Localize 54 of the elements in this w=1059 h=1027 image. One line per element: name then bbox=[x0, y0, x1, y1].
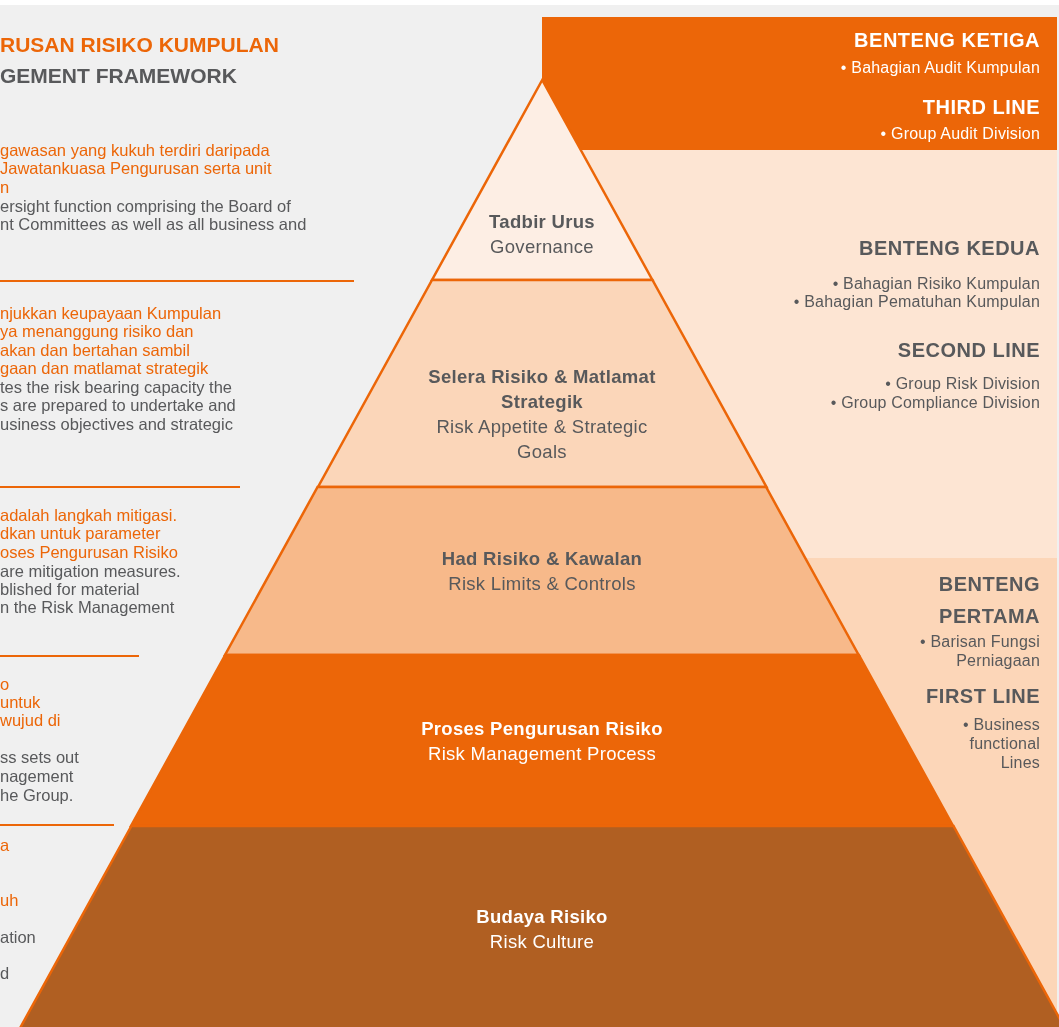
description-text: Jawatankuasa Pengurusan serta unit bbox=[0, 159, 272, 178]
description-text: tes the risk bearing capacity the bbox=[0, 378, 233, 397]
band-heading: BENTENG PERTAMA bbox=[937, 572, 1040, 629]
description-text: oses Pengurusan Risiko bbox=[0, 543, 178, 562]
description-text: akan dan bertahan sambil bbox=[0, 341, 190, 360]
tier-title: Had Risiko & Kawalan bbox=[441, 547, 643, 571]
description-text: o bbox=[0, 675, 10, 694]
bullet-item: • Group Audit Division bbox=[880, 124, 1040, 143]
description-text: ss sets out bbox=[0, 748, 79, 767]
description-text: n the Risk Management bbox=[0, 598, 175, 617]
description-text: ation bbox=[0, 928, 36, 947]
tier-title: Budaya Risiko bbox=[476, 905, 608, 929]
band-heading: BENTENG KEDUA bbox=[859, 236, 1040, 260]
description-text: s are prepared to undertake and bbox=[0, 396, 236, 415]
band-heading: SECOND LINE bbox=[897, 338, 1040, 362]
description-text: are mitigation measures. bbox=[0, 562, 181, 581]
description-text: he Group. bbox=[0, 786, 74, 805]
description-text: usiness objectives and strategic bbox=[0, 415, 233, 434]
tier-subtitle: Risk Culture bbox=[489, 930, 595, 954]
description-text: njukkan keupayaan Kumpulan bbox=[0, 304, 222, 323]
description-text: gaan dan matlamat strategik bbox=[0, 359, 209, 378]
tier-subtitle: Risk Appetite & Strategic Goals bbox=[435, 415, 649, 464]
bullet-item: • Barisan Fungsi Perniagaan bbox=[919, 632, 1040, 670]
description-text: a bbox=[0, 836, 10, 855]
tier-title: Proses Pengurusan Risiko bbox=[421, 717, 663, 741]
bullet-item: • Group Risk Division bbox=[885, 374, 1040, 393]
bullet-item: • Bahagian Pematuhan Kumpulan bbox=[793, 292, 1040, 311]
description-text: ya menanggung risiko dan bbox=[0, 322, 194, 341]
description-text: nt Committees as well as all business and bbox=[0, 215, 307, 234]
bullet-item: • Bahagian Risiko Kumpulan bbox=[832, 274, 1040, 293]
title-text: RUSAN RISIKO KUMPULAN bbox=[0, 34, 279, 55]
description-text: wujud di bbox=[0, 711, 61, 730]
title-text: GEMENT FRAMEWORK bbox=[0, 65, 237, 86]
tier-subtitle: Risk Management Process bbox=[428, 742, 656, 766]
description-text: gawasan yang kukuh terdiri daripada bbox=[0, 141, 270, 160]
description-text: untuk bbox=[0, 693, 41, 712]
tier-title: Tadbir Urus bbox=[489, 210, 595, 234]
bullet-item: • Business functional Lines bbox=[962, 715, 1040, 772]
description-text: nagement bbox=[0, 767, 74, 786]
description-text: d bbox=[0, 964, 10, 983]
bullet-item: • Bahagian Audit Kumpulan bbox=[840, 58, 1040, 77]
bullet-item: • Group Compliance Division bbox=[830, 393, 1040, 412]
band-heading: BENTENG KETIGA bbox=[854, 28, 1040, 52]
description-text: adalah langkah mitigasi. bbox=[0, 506, 178, 525]
tier-title: Selera Risiko & Matlamat Strategik bbox=[427, 365, 657, 414]
band-heading: FIRST LINE bbox=[926, 684, 1040, 709]
description-text: n bbox=[0, 178, 10, 197]
description-text: dkan untuk parameter bbox=[0, 524, 161, 543]
band-heading: THIRD LINE bbox=[922, 95, 1040, 119]
description-text: uh bbox=[0, 891, 19, 910]
tier-subtitle: Risk Limits & Controls bbox=[448, 572, 636, 596]
description-text: ersight function comprising the Board of bbox=[0, 197, 291, 216]
tier-subtitle: Governance bbox=[490, 235, 594, 259]
description-text: blished for material bbox=[0, 580, 140, 599]
